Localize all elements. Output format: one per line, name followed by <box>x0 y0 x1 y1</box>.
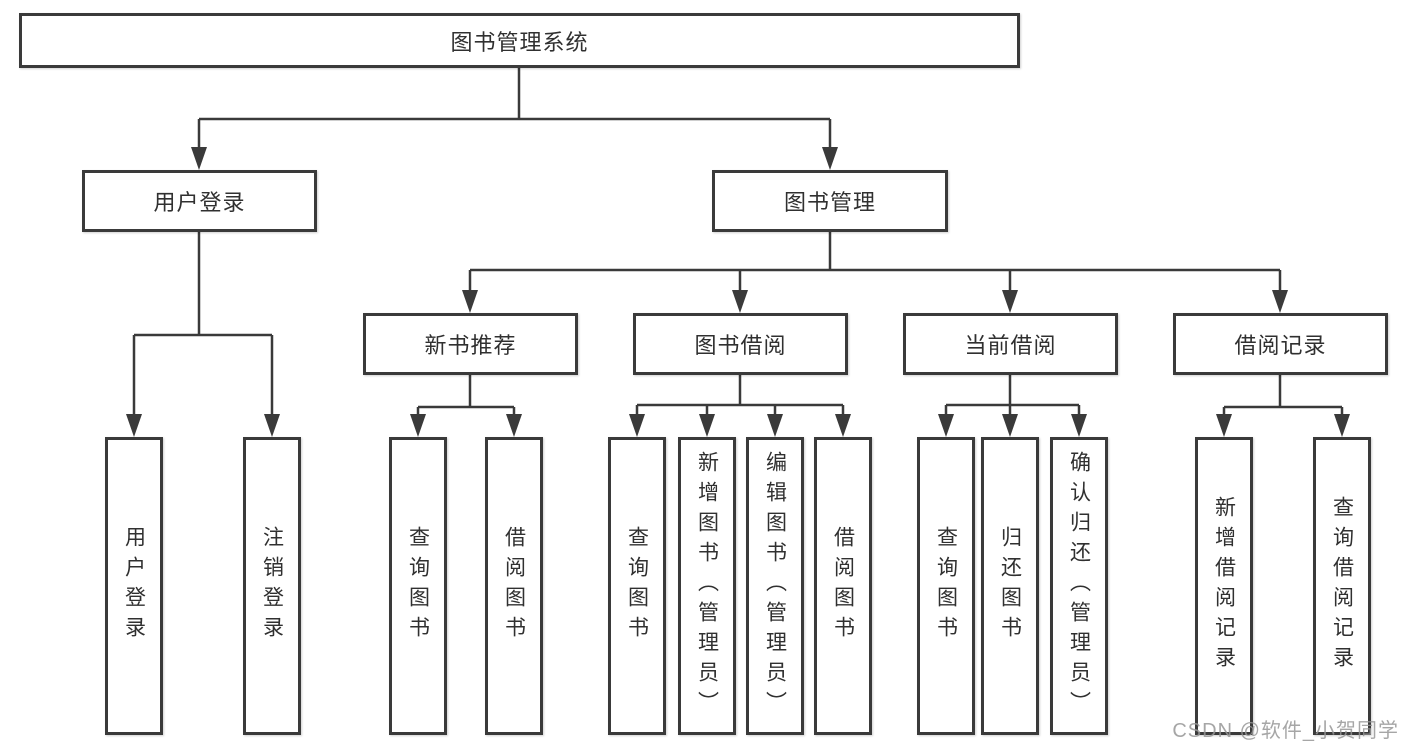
node-label: 查询借阅记录 <box>1330 496 1354 676</box>
node-new-book-recommendation: 新书推荐 <box>363 313 578 375</box>
leaf-borrow-books-recommend: 借阅图书 <box>485 437 543 735</box>
node-label: 当前借阅 <box>964 333 1057 358</box>
node-user-login-branch: 用户登录 <box>82 170 317 232</box>
node-label: 新增借阅记录 <box>1212 496 1236 676</box>
node-label: 用户登录 <box>153 190 246 215</box>
node-label: 借阅图书 <box>502 526 526 646</box>
leaf-add-books-admin: 新增图书（管理员） <box>678 437 736 735</box>
node-label: 图书借阅 <box>694 333 787 358</box>
node-label: 确认归还（管理员） <box>1067 451 1091 721</box>
node-label: 归还图书 <box>998 526 1022 646</box>
node-root-library-management-system: 图书管理系统 <box>19 13 1020 68</box>
leaf-user-login: 用户登录 <box>105 437 163 735</box>
leaf-logout: 注销登录 <box>243 437 301 735</box>
node-label: 查询图书 <box>934 526 958 646</box>
leaf-query-books-current: 查询图书 <box>917 437 975 735</box>
leaf-borrow-books: 借阅图书 <box>814 437 872 735</box>
leaf-query-books-recommend: 查询图书 <box>389 437 447 735</box>
leaf-add-borrow-record: 新增借阅记录 <box>1195 437 1253 735</box>
arrowhead-icons <box>126 147 1350 437</box>
leaf-edit-books-admin: 编辑图书（管理员） <box>746 437 804 735</box>
csdn-watermark: CSDN @软件_小贺同学 <box>1172 720 1399 742</box>
leaf-confirm-return-admin: 确认归还（管理员） <box>1050 437 1108 735</box>
node-label: 借阅图书 <box>831 526 855 646</box>
node-label: 借阅记录 <box>1234 333 1327 358</box>
node-label: 注销登录 <box>260 526 284 646</box>
node-book-borrowing: 图书借阅 <box>633 313 848 375</box>
node-borrowing-records: 借阅记录 <box>1173 313 1388 375</box>
node-label: 图书管理 <box>783 190 876 215</box>
node-label: 查询图书 <box>406 526 430 646</box>
node-label: 图书管理系统 <box>450 29 589 55</box>
node-label: 查询图书 <box>625 526 649 646</box>
node-current-borrowing: 当前借阅 <box>903 313 1118 375</box>
node-label: 用户登录 <box>122 526 146 646</box>
node-book-management-branch: 图书管理 <box>712 170 948 232</box>
leaf-return-books: 归还图书 <box>981 437 1039 735</box>
leaf-query-borrow-record: 查询借阅记录 <box>1313 437 1371 735</box>
node-label: 新书推荐 <box>424 333 517 358</box>
node-label: 新增图书（管理员） <box>695 451 719 721</box>
leaf-query-books-borrow: 查询图书 <box>608 437 666 735</box>
node-label: 编辑图书（管理员） <box>763 451 787 721</box>
